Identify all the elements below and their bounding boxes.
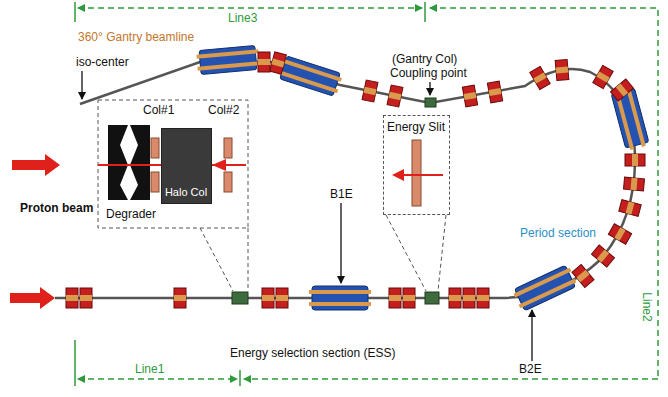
collimator-block: [224, 138, 232, 158]
inset-frame: [98, 100, 248, 228]
quadrupole-magnets-part: [80, 288, 92, 308]
quadrupole-magnets-part: [462, 85, 477, 107]
collimator-block: [224, 172, 232, 192]
dipole-magnets-part: [196, 45, 260, 74]
quadrupole-magnets-part: [362, 80, 378, 102]
dipole-magnets-part: [512, 264, 578, 312]
dipole-magnets-part: [309, 286, 371, 310]
part-label: Col#1: [143, 103, 174, 117]
quadrupole-magnets-part: [530, 66, 550, 89]
leader-line: [438, 215, 446, 291]
range-label: Line2: [640, 292, 654, 321]
magnet-label: B1E: [330, 187, 353, 201]
quadrupole-magnets-part: [276, 288, 288, 308]
quadrupole-magnets-part: [610, 79, 633, 101]
quadrupole-magnets-part: [262, 288, 274, 308]
quadrupole-magnets-part: [258, 52, 270, 72]
dipole-magnets: [196, 45, 650, 312]
quadrupole-magnets-part: [593, 65, 613, 88]
collimator-block: [151, 172, 159, 192]
quadrupole-magnets-part: [174, 288, 186, 308]
quadrupole-magnets-part: [449, 288, 461, 308]
quadrupole-magnets-part: [387, 85, 403, 107]
range-lines-part: [74, 340, 76, 386]
quadrupole-magnets-part: [624, 177, 645, 191]
pointer-arrows-part: [531, 310, 532, 361]
section-title: 360° Gantry beamline: [78, 30, 194, 44]
section-label: Period section: [520, 226, 596, 240]
collimator-block: [151, 138, 159, 158]
degrader-symbol: [108, 125, 128, 200]
proton-arrow: [12, 154, 60, 176]
collimator-part: [232, 292, 248, 304]
quadrupole-magnets-part: [591, 245, 614, 267]
range-label: Line3: [228, 11, 257, 25]
node-text: Energy Slit: [387, 120, 445, 134]
leader-line: [200, 228, 233, 291]
part-label: Col#2: [208, 103, 239, 117]
quadrupole-magnets-part: [477, 288, 489, 308]
quadrupole-magnets-part: [270, 52, 287, 74]
range-lines-part: [244, 378, 658, 380]
proton-arrow: [10, 287, 55, 309]
slit-block: [412, 140, 421, 206]
quadrupole-magnets: [66, 52, 645, 308]
beam-label: Proton beam: [20, 201, 93, 215]
quadrupole-magnets-part: [555, 60, 569, 81]
coupling-part: [425, 98, 436, 107]
leader-line: [248, 228, 249, 291]
quadrupole-magnets-part: [403, 288, 415, 308]
quadrupole-magnets-part: [66, 288, 78, 308]
range-lines-part: [239, 370, 241, 386]
range-lines-part: [74, 2, 76, 22]
quadrupole-magnets-part: [389, 288, 401, 308]
node-text: Halo Col: [165, 185, 207, 199]
quadrupole-magnets-part: [619, 200, 641, 217]
beam-ray-head: [392, 169, 404, 181]
range-lines-part: [78, 378, 237, 380]
pointer-arrows-part: [429, 82, 430, 95]
range-label: Line1: [135, 362, 164, 376]
part-label: (Gantry Col): [392, 52, 457, 66]
pointer-arrows-part: [81, 71, 82, 99]
magnet-label: B2E: [519, 362, 542, 376]
quadrupole-magnets-part: [625, 154, 645, 166]
leader-line: [386, 215, 426, 291]
beam-ray: [400, 174, 443, 176]
range-lines-part: [424, 2, 426, 22]
collimator-block: Halo Col: [161, 128, 212, 204]
inset-box: Energy Slit: [383, 115, 450, 215]
beam-pipe: [55, 62, 635, 298]
range-lines-part: [430, 8, 658, 376]
slit-part: [425, 292, 439, 304]
point-label: iso-center: [76, 55, 129, 69]
dipole-magnets-part: [277, 55, 343, 97]
pointer-arrows-part: [340, 203, 341, 283]
degrader-symbol: [130, 125, 150, 200]
quadrupole-magnets-part: [608, 224, 631, 244]
pointer-arrows: [82, 71, 532, 361]
quadrupole-magnets-part: [463, 288, 475, 308]
part-label: Degrader: [106, 207, 156, 221]
part-label: Coupling point: [390, 66, 467, 80]
range-lines: [75, 2, 658, 386]
beam-ray-head: [212, 159, 226, 171]
quadrupole-magnets-part: [572, 264, 594, 287]
range-lines-part: [78, 7, 422, 9]
section-label: Energy selection section (ESS): [230, 346, 395, 360]
quadrupole-magnets-part: [487, 81, 502, 103]
